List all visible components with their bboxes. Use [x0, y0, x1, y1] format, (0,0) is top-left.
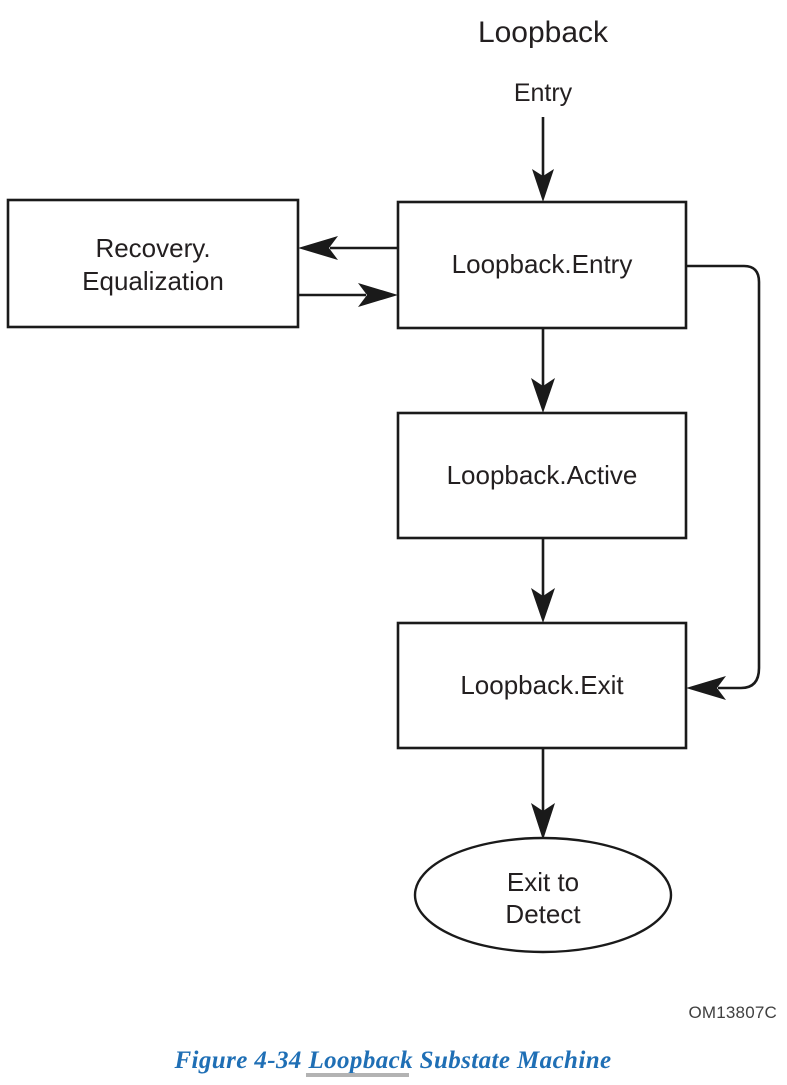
- edge-exit-to-detect: [531, 748, 555, 840]
- figure-code: OM13807C: [688, 1003, 777, 1022]
- node-label-loopback-entry: Loopback.Entry: [452, 249, 633, 279]
- node-label-loopback-active: Loopback.Active: [447, 460, 638, 490]
- node-recovery-equalization[interactable]: Recovery. Equalization: [6, 198, 300, 329]
- edge-recovery-to-entry: [298, 283, 398, 307]
- node-loopback-entry[interactable]: Loopback.Entry: [396, 200, 688, 330]
- entry-label: Entry: [514, 79, 573, 107]
- node-label-recovery-line2: Equalization: [82, 266, 224, 296]
- node-loopback-active[interactable]: Loopback.Active: [396, 411, 688, 540]
- node-label-recovery-line1: Recovery.: [95, 233, 210, 263]
- edge-entry-to-active: [531, 328, 555, 413]
- edge-entry-in: [532, 117, 554, 202]
- edge-active-to-exit: [531, 538, 555, 623]
- node-label-loopback-exit: Loopback.Exit: [460, 670, 624, 700]
- node-exit-to-detect[interactable]: Exit to Detect: [413, 836, 673, 954]
- diagram-title: Loopback: [478, 16, 609, 49]
- figure-caption: Figure 4-34 Loopback Substate Machine: [173, 1047, 611, 1074]
- node-label-exit-to-detect-line2: Detect: [505, 899, 581, 929]
- edge-entry-to-exit-bypass: [686, 264, 761, 700]
- node-label-exit-to-detect-line1: Exit to: [507, 867, 579, 897]
- edge-entry-to-recovery: [298, 236, 398, 260]
- node-loopback-exit[interactable]: Loopback.Exit: [396, 621, 688, 750]
